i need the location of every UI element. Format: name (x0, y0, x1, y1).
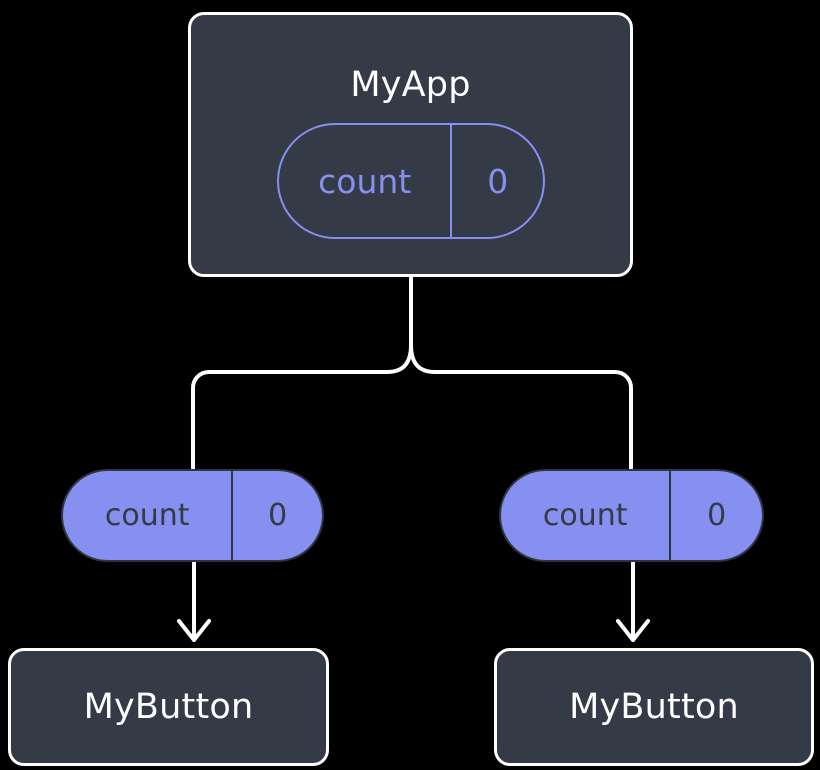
component-node-mybutton-right[interactable]: MyButton (494, 648, 814, 766)
state-pill-myapp[interactable]: count 0 (277, 123, 545, 239)
state-pill-key: count (501, 471, 672, 560)
edge-split-left (191, 343, 413, 472)
component-label-mybutton: MyButton (569, 686, 739, 727)
component-label-myapp: MyApp (350, 65, 471, 105)
component-node-mybutton-left[interactable]: MyButton (8, 648, 329, 766)
state-pill-value: 0 (268, 497, 288, 533)
arrow-head-right-icon (616, 619, 650, 642)
state-pill-value: 0 (487, 161, 509, 201)
state-pill-key: count (279, 125, 453, 237)
state-pill-right[interactable]: count 0 (499, 469, 764, 562)
component-label-mybutton: MyButton (83, 686, 254, 727)
state-pill-left[interactable]: count 0 (61, 469, 324, 562)
state-pill-key: count (63, 471, 234, 560)
state-pill-value: 0 (707, 497, 727, 533)
arrow-head-left-icon (177, 619, 211, 642)
edge-split-right (409, 343, 633, 472)
